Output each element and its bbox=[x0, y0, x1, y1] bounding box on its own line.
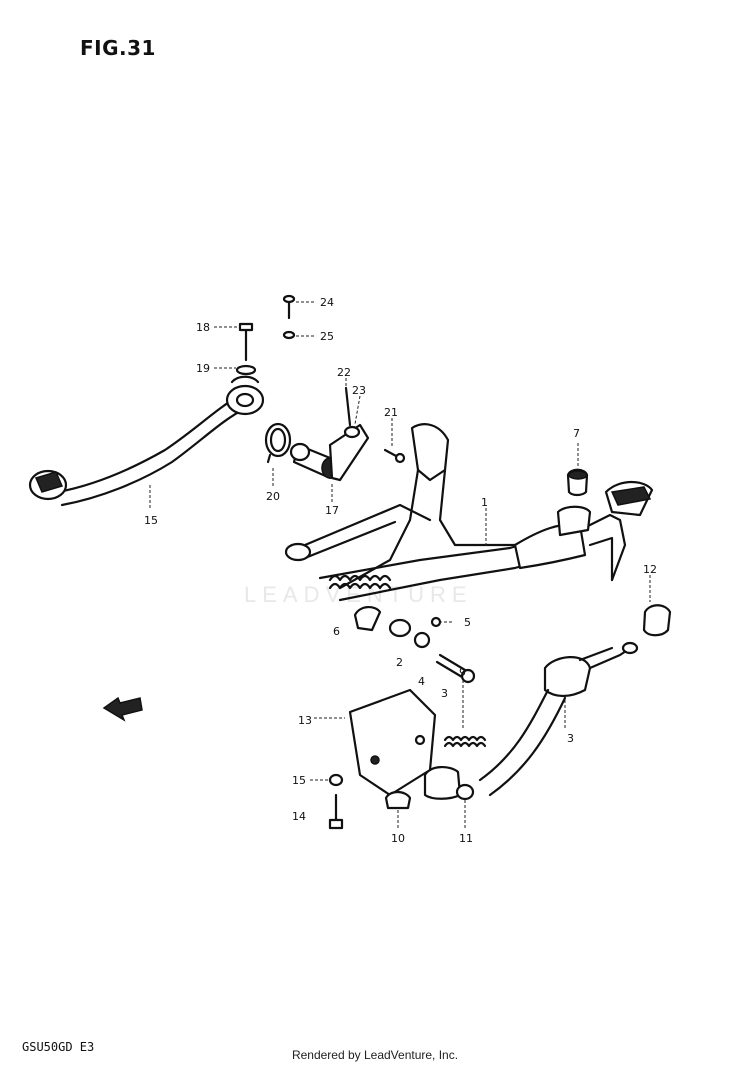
pivot-bolt-3 bbox=[388, 616, 476, 684]
bolt-24 bbox=[282, 294, 296, 340]
callout-c14: 14 bbox=[292, 810, 306, 823]
pin-10 bbox=[384, 790, 412, 810]
callout-c18: 18 bbox=[196, 321, 210, 334]
bolt-18 bbox=[235, 322, 257, 376]
callout-c24: 24 bbox=[320, 296, 334, 309]
callout-c15: 15 bbox=[144, 514, 158, 527]
callout-c7: 7 bbox=[573, 427, 580, 440]
spring-6 bbox=[328, 574, 392, 590]
front-arrow-icon bbox=[102, 696, 143, 722]
bolt-14 bbox=[328, 773, 344, 830]
callout-c11: 11 bbox=[459, 832, 473, 845]
callout-c25: 25 bbox=[320, 330, 334, 343]
bolt-21 bbox=[383, 448, 406, 464]
callout-c10: 10 bbox=[391, 832, 405, 845]
callout-c12: 12 bbox=[643, 563, 657, 576]
callout-c6: 6 bbox=[333, 625, 340, 638]
spring-clip-20 bbox=[264, 422, 292, 464]
callout-c13: 13 bbox=[298, 714, 312, 727]
cap-12 bbox=[642, 604, 672, 637]
center-stand-1 bbox=[284, 423, 654, 632]
callout-c9: 9 bbox=[459, 666, 466, 679]
bracket-plate-13 bbox=[348, 688, 437, 797]
callout-c5: 5 bbox=[464, 616, 471, 629]
callout-c15b: 15 bbox=[292, 774, 306, 787]
stopper-7 bbox=[566, 468, 589, 497]
leader-lines bbox=[149, 301, 651, 828]
side-stand-left bbox=[28, 375, 265, 507]
callout-c19: 19 bbox=[196, 362, 210, 375]
bolt-22 bbox=[343, 386, 361, 439]
callout-c3b: 3 bbox=[567, 732, 574, 745]
callout-c4: 4 bbox=[418, 675, 425, 688]
callout-c3a: 3 bbox=[441, 687, 448, 700]
callout-c1: 1 bbox=[481, 496, 488, 509]
callout-c2: 2 bbox=[396, 656, 403, 669]
watermark: LEADVENTURE bbox=[244, 582, 473, 607]
washer-11 bbox=[455, 783, 475, 801]
figure-title: FIG.31 bbox=[80, 36, 156, 60]
callout-c20: 20 bbox=[266, 490, 280, 503]
render-credit: Rendered by LeadVenture, Inc. bbox=[291, 1048, 459, 1062]
callout-c21: 21 bbox=[384, 406, 398, 419]
model-code: GSU50GD E3 bbox=[22, 1040, 95, 1054]
callout-c23: 23 bbox=[352, 384, 366, 397]
spring-9 bbox=[443, 735, 487, 748]
callout-c17: 17 bbox=[325, 504, 339, 517]
callout-c22: 22 bbox=[337, 366, 351, 379]
